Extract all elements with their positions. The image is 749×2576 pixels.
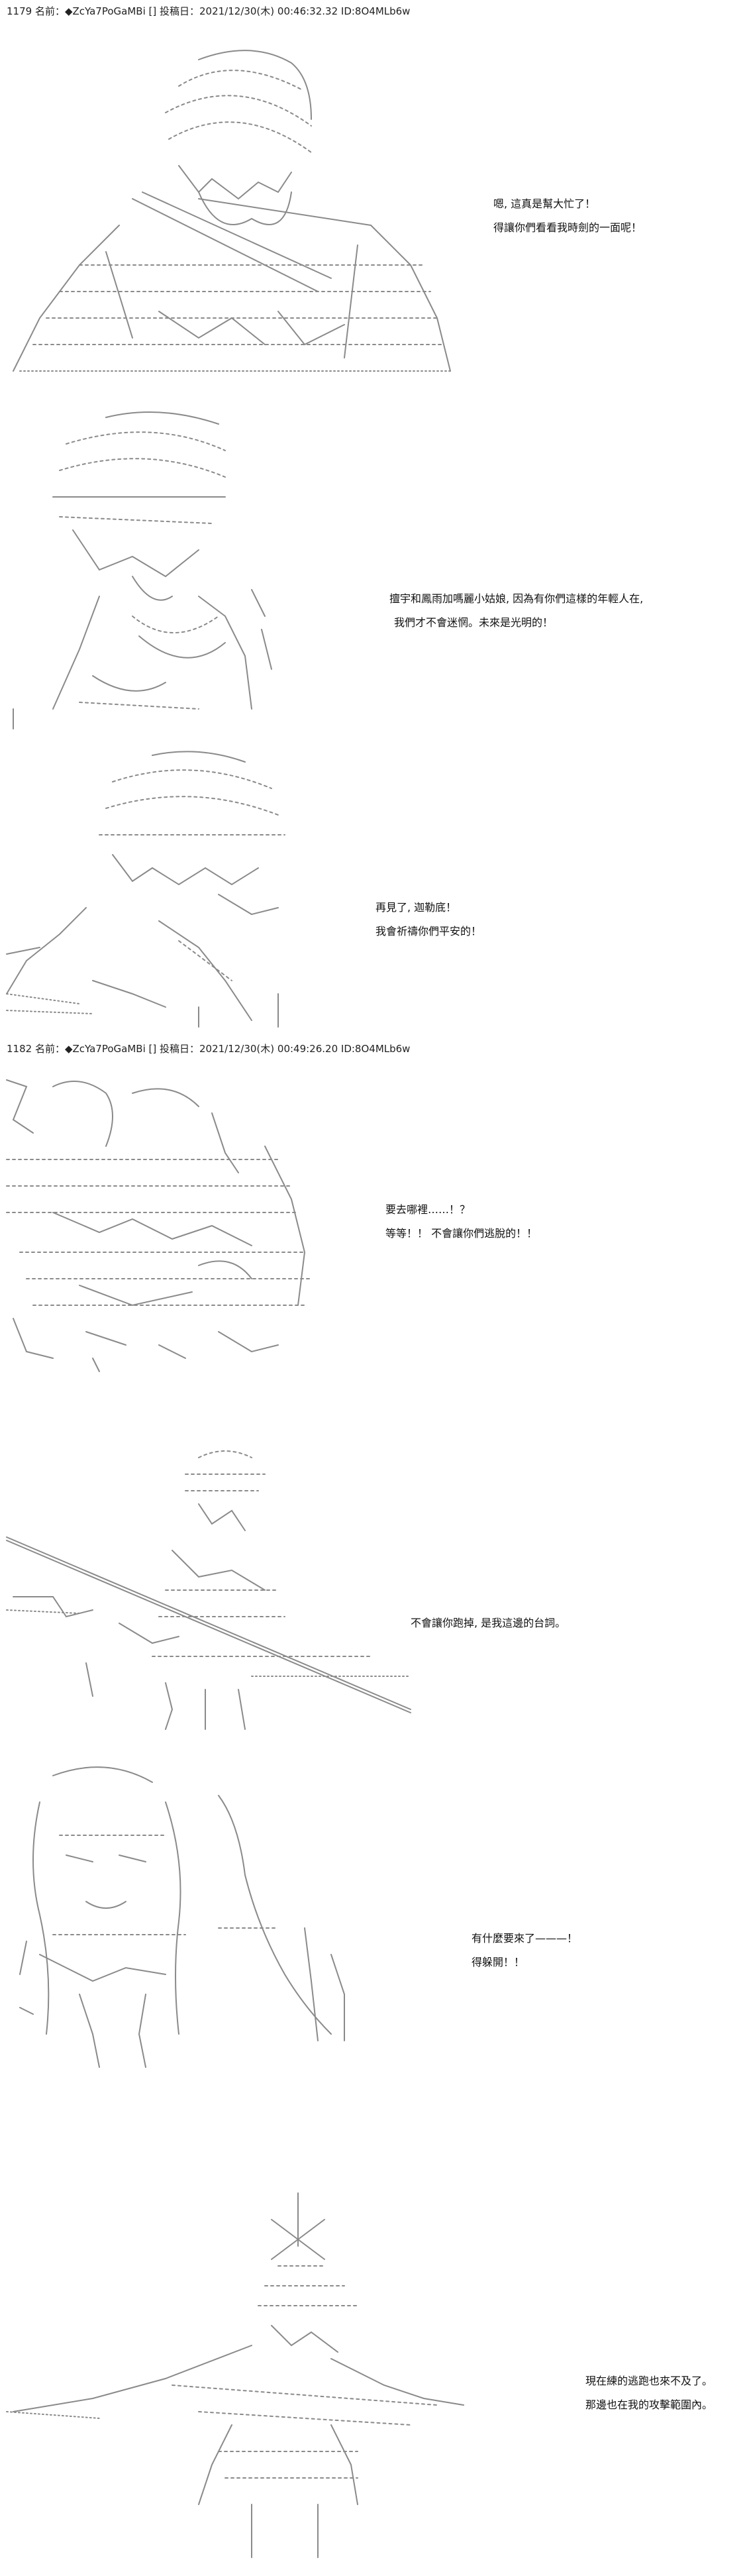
dialogue-line: 現在練的逃跑也來不及了。 [585, 2375, 713, 2387]
dialogue-box: 有什麼要來了———！ 得躲開！！ [472, 1927, 577, 1974]
ascii-art-long-haired-figure-icon [19, 1766, 345, 2068]
ascii-art-figure-with-spear-icon [6, 1450, 411, 1730]
dialogue-box: 擅宇和鳳雨加嗎麗小姑娘, 因為有你們這樣的年輕人在, 我們才不會迷惘。未來是光明… [389, 587, 643, 635]
dialogue-line: 等等！！ 不會讓你們逃脫的！！ [385, 1227, 538, 1240]
post-header: 1182 名前：◆ZcYa7PoGaMBi [] 投稿日：2021/12/30(… [7, 1043, 411, 1055]
dialogue-line: 得讓你們看看我時劍的一面呢！ [493, 221, 642, 234]
ascii-art-figure-with-staff-icon [6, 2192, 464, 2558]
dialogue-line: 嗯, 這真是幫大忙了！ [493, 197, 596, 210]
dialogue-line: 擅宇和鳳雨加嗎麗小姑娘, 因為有你們這樣的年輕人在, [389, 592, 644, 605]
dialogue-line: 再見了, 迦勒底！ [375, 901, 457, 914]
dialogue-line: 得躲開！！ [472, 1956, 525, 1968]
dialogue-line: 要去哪裡……！？ [385, 1203, 471, 1216]
ascii-art-figure-with-hat-icon [13, 411, 272, 729]
dialogue-line: 那邊也在我的攻擊範圍內。 [585, 2398, 713, 2411]
dialogue-line: 有什麼要來了———！ [472, 1932, 578, 1945]
dialogue-box: 再見了, 迦勒底！ 我會祈禱你們平安的！ [375, 896, 481, 943]
ascii-art-figure-turning-away-icon [6, 751, 285, 1028]
dialogue-line: 我會祈禱你們平安的！ [375, 925, 482, 938]
dialogue-box: 嗯, 這真是幫大忙了！ 得讓你們看看我時劍的一面呢！ [493, 192, 642, 240]
ascii-art-figure-with-cloak-icon [13, 50, 451, 372]
dialogue-box: 現在練的逃跑也來不及了。 那邊也在我的攻擊範圍內。 [585, 2369, 713, 2417]
ascii-art-group-crowd-icon [6, 1079, 312, 1372]
dialogue-box: 要去哪裡……！？ 等等！！ 不會讓你們逃脫的！！ [385, 1198, 537, 1246]
post-header: 1179 名前：◆ZcYa7PoGaMBi [] 投稿日：2021/12/30(… [7, 5, 411, 17]
dialogue-line: 不會讓你跑掉, 是我這邊的台詞。 [411, 1617, 566, 1629]
dialogue-box: 不會讓你跑掉, 是我這邊的台詞。 [411, 1611, 566, 1635]
dialogue-line: 我們才不會迷惘。未來是光明的！ [394, 616, 554, 629]
